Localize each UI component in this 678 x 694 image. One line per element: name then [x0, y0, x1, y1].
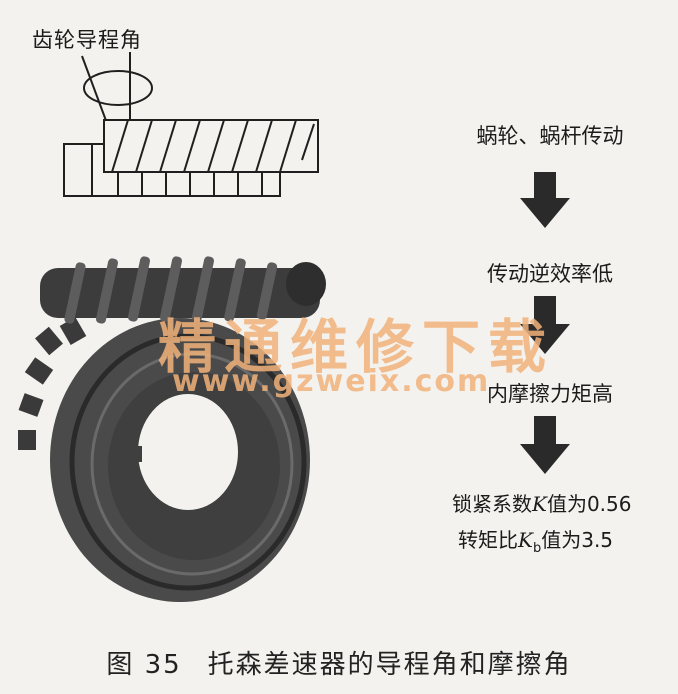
angle-highlight-ellipse — [83, 70, 153, 106]
flow-step-worm-drive: 蜗轮、蜗杆传动 — [476, 124, 624, 148]
leader-line — [81, 55, 109, 127]
figure-caption: 图 35 托森差速器的导程角和摩擦角 — [0, 644, 678, 681]
caption-text: 托森差速器的导程角和摩擦角 — [207, 650, 572, 680]
torque-ratio-subscript: b — [532, 541, 542, 556]
lock-coefficient-prefix: 锁紧系数 — [452, 492, 532, 516]
flow-step-low-efficiency: 传动逆效率低 — [487, 262, 613, 286]
keyway — [128, 446, 142, 462]
lock-coefficient-var: K — [532, 492, 547, 516]
caption-number: 图 35 — [106, 650, 182, 680]
flow-arrows — [520, 172, 570, 474]
down-arrow-icon — [520, 172, 570, 228]
worm-gear-photo — [18, 256, 326, 602]
watermark-url: www.gzweix.com — [172, 364, 491, 399]
lock-coefficient-value: 值为0.56 — [546, 492, 632, 516]
gear-bore — [138, 394, 238, 510]
lead-angle-label: 齿轮导程角 — [32, 28, 142, 52]
torque-ratio-spec: 转矩比Kb值为3.5 — [458, 524, 613, 556]
lead-angle-sketch — [63, 52, 319, 197]
down-arrow-icon — [520, 416, 570, 474]
torque-ratio-prefix: 转矩比 — [458, 528, 518, 552]
torque-ratio-value: 值为3.5 — [541, 528, 614, 552]
down-arrow-icon — [520, 296, 570, 354]
flow-step-high-friction: 内摩擦力矩高 — [487, 382, 613, 406]
watermark-text: 精通维修下载 — [158, 313, 555, 381]
lock-coefficient-spec: 锁紧系数K值为0.56 — [452, 488, 631, 517]
worm-screw — [40, 256, 326, 324]
torque-ratio-var: K — [518, 528, 533, 552]
